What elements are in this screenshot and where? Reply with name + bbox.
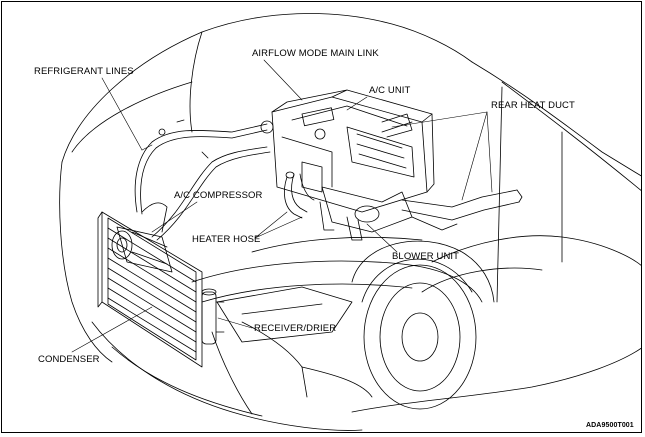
label-airflow-mode-main-link: AIRFLOW MODE MAIN LINK	[252, 48, 379, 59]
label-heater-hose: HEATER HOSE	[192, 234, 261, 245]
vehicle-illustration	[59, 13, 641, 431]
condenser	[97, 211, 203, 368]
refrigerant-lines	[134, 119, 274, 241]
rear-heat-duct	[381, 121, 523, 231]
label-condenser: CONDENSER	[38, 354, 100, 365]
label-rear-heat-duct: REAR HEAT DUCT	[491, 100, 575, 111]
heater-hose	[283, 171, 315, 219]
car-body	[59, 13, 641, 431]
label-receiver-drier: RECEIVER/DRIER	[254, 323, 337, 334]
blower-unit	[319, 186, 413, 241]
receiver-drier	[201, 288, 225, 345]
ac-compressor	[111, 202, 173, 273]
label-ac-compressor: A/C COMPRESSOR	[174, 190, 263, 201]
ac-unit	[271, 89, 435, 213]
label-refrigerant-lines: REFRIGERANT LINES	[34, 66, 134, 77]
figure-code: ADA9500T001	[586, 422, 634, 429]
label-blower-unit: BLOWER UNIT	[392, 251, 460, 262]
leader-lines	[71, 59, 493, 353]
label-ac-unit: A/C UNIT	[369, 85, 411, 96]
